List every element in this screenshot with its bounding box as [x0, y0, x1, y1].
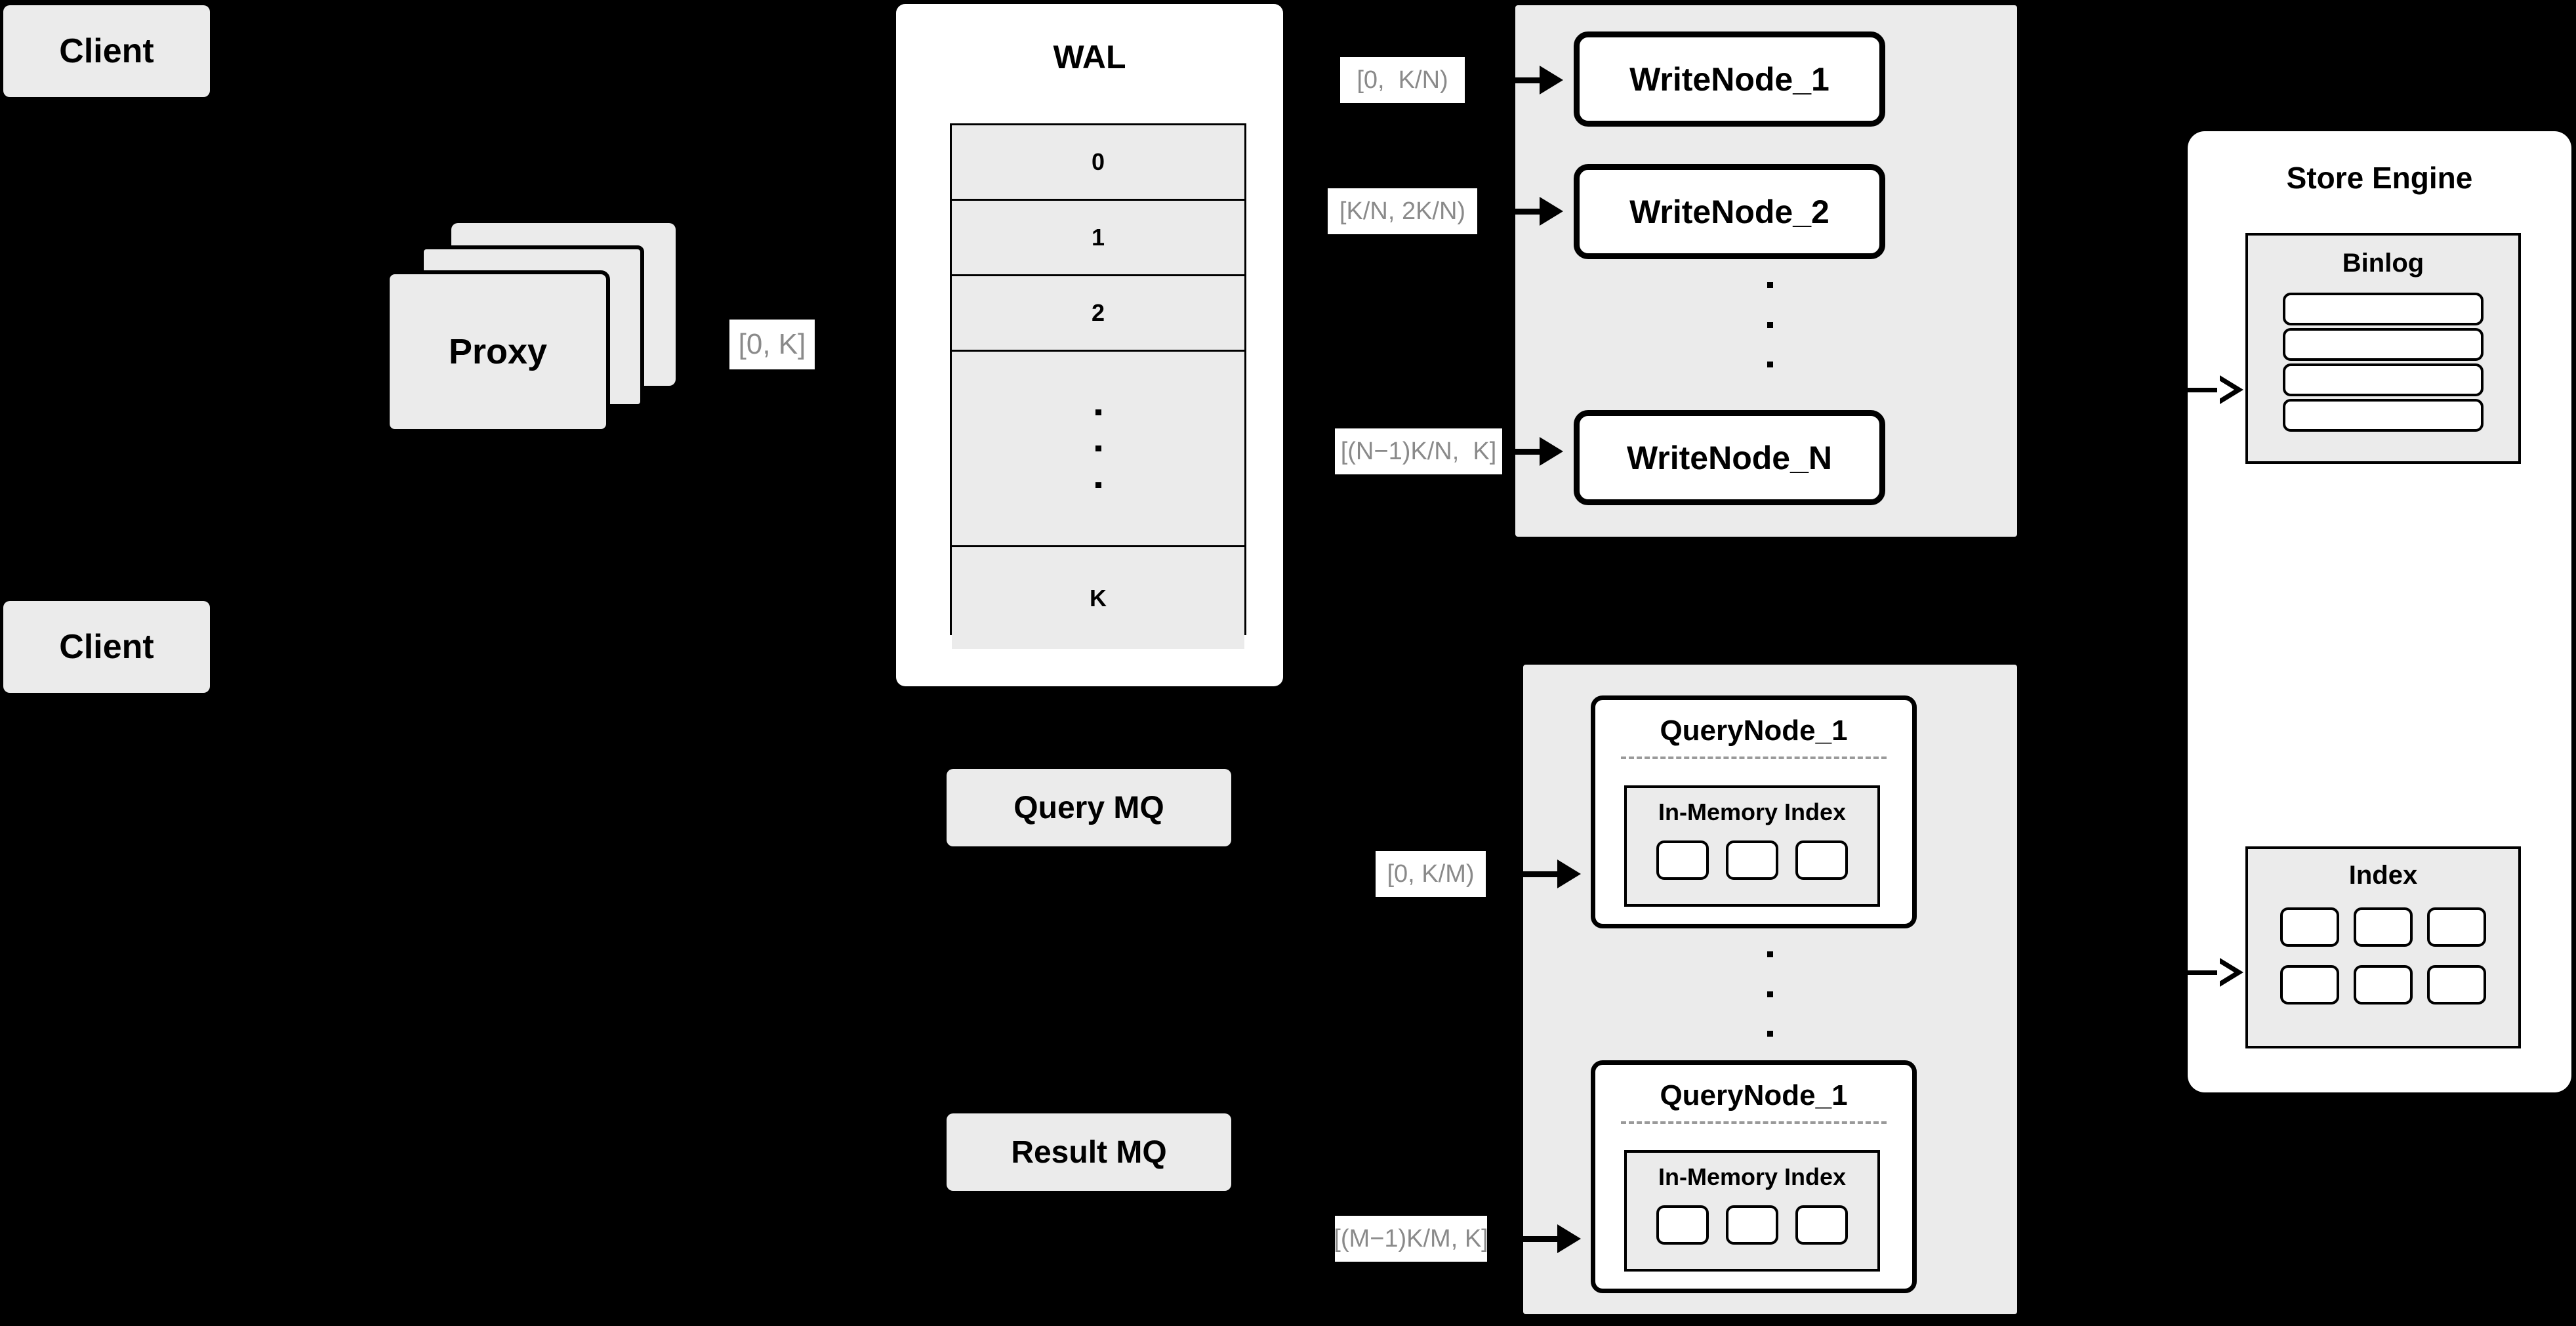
result-mq-box[interactable]: Result MQ: [947, 1113, 1231, 1191]
wal-row-ellipsis: [952, 352, 1244, 547]
index-slot[interactable]: [2427, 965, 2486, 1005]
wal-row[interactable]: 1: [952, 201, 1244, 276]
wal-ellipsis-icon: [1095, 409, 1101, 488]
wal-row[interactable]: 2: [952, 276, 1244, 352]
index-slot[interactable]: [2280, 907, 2339, 947]
index-slot[interactable]: [2354, 965, 2413, 1005]
binlog-row[interactable]: [2283, 399, 2484, 432]
binlog-row[interactable]: [2283, 363, 2484, 396]
client-label-1: Client: [59, 32, 154, 70]
write-node-1-range-label: [0, K/N): [1340, 57, 1465, 103]
index-slot[interactable]: [2280, 965, 2339, 1005]
index-slot[interactable]: [2427, 907, 2486, 947]
query-node-1-range-label: [0, K/M): [1376, 851, 1486, 897]
query-mq-box[interactable]: Query MQ: [947, 769, 1231, 846]
wal-container: WAL 0 1 2 K: [896, 4, 1283, 686]
index-slot[interactable]: [1795, 840, 1848, 880]
index-inbound-arrow: [2158, 958, 2243, 987]
client-box-2[interactable]: Client: [3, 601, 210, 693]
query-node-1-index-title: In-Memory Index: [1658, 798, 1847, 825]
query-mq-label: Query MQ: [1013, 790, 1164, 825]
query-node-1-arrow: [1492, 860, 1581, 888]
query-node-2-label: QueryNode_1: [1660, 1079, 1848, 1111]
wal-row[interactable]: 0: [952, 125, 1244, 201]
query-node-2-arrow: [1494, 1224, 1581, 1253]
client-label-2: Client: [59, 628, 154, 666]
client-box-1[interactable]: Client: [3, 5, 210, 97]
write-node-1-box[interactable]: WriteNode_1: [1574, 31, 1885, 127]
write-node-n-label: WriteNode_N: [1626, 439, 1832, 476]
write-node-n-arrow: [1502, 437, 1563, 466]
result-mq-label: Result MQ: [1011, 1134, 1167, 1170]
store-engine-container: Store Engine Binlog Index: [2188, 131, 2571, 1092]
index-slot[interactable]: [1656, 1205, 1709, 1245]
index-slot[interactable]: [1726, 840, 1778, 880]
query-node-2-divider: [1620, 1121, 1887, 1124]
query-node-1-label: QueryNode_1: [1660, 715, 1848, 747]
query-node-1-box[interactable]: QueryNode_1 In-Memory Index: [1591, 695, 1917, 928]
query-node-2-index-title: In-Memory Index: [1658, 1163, 1847, 1190]
query-node-1-divider: [1620, 756, 1887, 759]
write-node-2-arrow: [1484, 197, 1563, 226]
wal-title: WAL: [1053, 39, 1126, 75]
write-node-n-box[interactable]: WriteNode_N: [1574, 410, 1885, 505]
index-panel: Index: [2245, 846, 2521, 1048]
wal-row[interactable]: K: [952, 547, 1244, 649]
write-node-ellipsis-icon: [1767, 282, 1773, 367]
write-node-1-arrow: [1471, 66, 1563, 94]
wal-table: 0 1 2 K: [950, 123, 1246, 649]
query-node-ellipsis-icon: [1767, 951, 1773, 1037]
write-node-2-label: WriteNode_2: [1629, 193, 1830, 230]
binlog-row[interactable]: [2283, 293, 2484, 325]
index-slot[interactable]: [2354, 907, 2413, 947]
index-slot[interactable]: [1795, 1205, 1848, 1245]
query-node-2-box[interactable]: QueryNode_1 In-Memory Index: [1591, 1060, 1917, 1293]
write-node-2-box[interactable]: WriteNode_2: [1574, 164, 1885, 259]
index-title: Index: [2348, 861, 2418, 890]
binlog-inbound-arrow: [2158, 375, 2243, 404]
proxy-label: Proxy: [448, 332, 548, 371]
proxy-output-range-label: [0, K]: [729, 320, 815, 369]
query-node-2-range-label: [(M−1)K/M, K]: [1334, 1216, 1488, 1262]
index-slot[interactable]: [1726, 1205, 1778, 1245]
proxy-card-front[interactable]: Proxy: [386, 270, 610, 433]
binlog-panel: Binlog: [2245, 233, 2521, 464]
query-node-1-index-panel: In-Memory Index: [1624, 785, 1880, 907]
write-node-n-range-label: [(N−1)K/N, K]: [1335, 428, 1502, 474]
index-slot[interactable]: [1656, 840, 1709, 880]
binlog-title: Binlog: [2342, 249, 2424, 278]
binlog-row[interactable]: [2283, 328, 2484, 361]
write-node-2-range-label: [K/N, 2K/N): [1328, 188, 1477, 234]
write-node-1-label: WriteNode_1: [1629, 60, 1830, 98]
query-node-2-index-panel: In-Memory Index: [1624, 1150, 1880, 1272]
store-engine-title: Store Engine: [2286, 161, 2473, 195]
